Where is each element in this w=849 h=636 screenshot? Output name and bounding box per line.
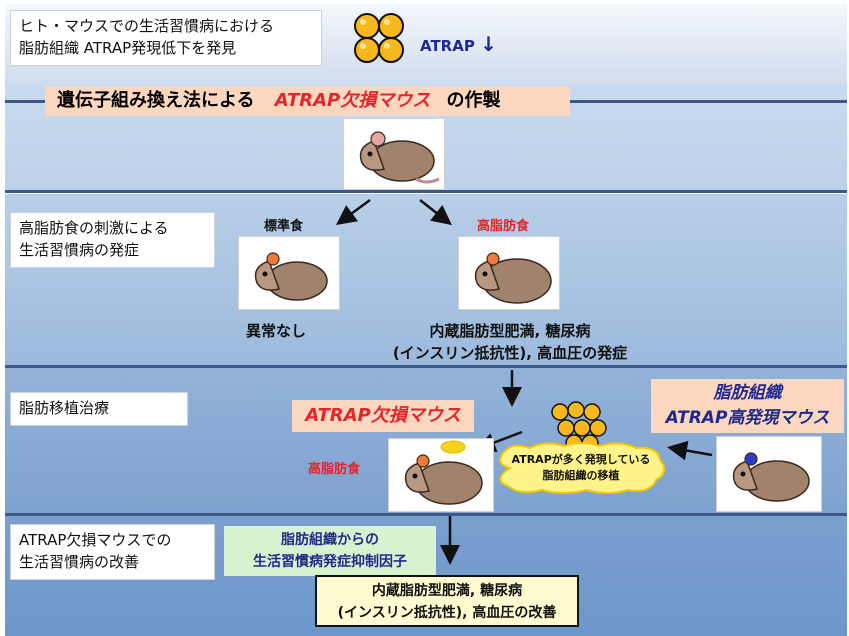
donor-mouse-label-box: 脂肪組織 ATRAP高発現マウス [651,379,844,433]
improvement-title-box: ATRAP欠損マウスでの 生活習慣病の改善 [10,524,215,580]
transplant-high-fat-label: 高脂肪食 [308,462,361,477]
generation-highlight: ATRAP欠損マウス [274,90,431,111]
disease-title-line1: 高脂肪食の刺激による [19,219,169,237]
arrow-to-high-fat-diet [419,199,452,226]
knockout-mouse-label-box: ATRAP欠損マウス [292,400,474,432]
high-fat-result-line1: 内蔵脂肪型肥満, 糖尿病 [429,322,591,340]
improvement-title-line1: ATRAP欠損マウスでの [19,531,172,549]
normal-result: 異常なし [246,322,307,340]
generation-pre: 遺伝子組み換え法による [57,90,255,111]
disease-title-box: 高脂肪食の刺激による 生活習慣病の発症 [10,212,215,268]
atrap-text: ATRAP [420,37,475,55]
arrow-donor-to-transplant [667,440,713,461]
separator [5,190,847,193]
mouse-icon [254,252,328,301]
separator [5,365,847,368]
factor-line1: 脂肪組織からの [281,532,379,548]
high-fat-diet-label: 高脂肪食 [477,219,530,234]
disease-title-line2: 生活習慣病の発症 [19,241,140,259]
down-arrow-icon: ↓ [480,32,497,56]
donor-line2: ATRAP高発現マウス [665,408,830,428]
discovery-box: ヒト・マウスでの生活習慣病における 脂肪組織 ATRAP発現低下を発見 [10,10,322,66]
discovery-line1: ヒト・マウスでの生活習慣病における [19,17,275,35]
transplant-title: 脂肪移植治療 [19,399,110,417]
mouse-icon [404,440,483,505]
mouse-icon [474,252,552,304]
suppression-factor-box: 脂肪組織からの 生活習慣病発症抑制因子 [224,526,436,576]
atrap-decrease-label: ATRAP ↓ [420,32,497,56]
generation-post: の作製 [446,90,501,111]
arrow-to-normal-diet [335,198,371,225]
knockout-generation-banner: 遺伝子組み換え法による ATRAP欠損マウス の作製 [45,86,570,116]
improvement-result-box: 内蔵脂肪型肥満, 糖尿病 (インスリン抵抗性), 高血圧の改善 [315,575,579,627]
transplant-line1: ATRAPが多く発現している [511,453,651,466]
high-fat-result: 内蔵脂肪型肥満, 糖尿病 (インスリン抵抗性), 高血圧の発症 [360,320,660,364]
recipient-mouse-image [388,438,494,512]
donor-fat-cells-icon [551,401,607,452]
factor-line2: 生活習慣病発症抑制因子 [253,554,407,570]
mouse-image [343,118,445,190]
discovery-line2: 脂肪組織 ATRAP発現低下を発見 [19,39,237,57]
donor-mouse-image [716,436,822,512]
mouse-icon [732,452,810,502]
high-fat-result-line2: (インスリン抵抗性), 高血圧の発症 [392,344,628,362]
high-fat-mouse-image [458,236,560,310]
improvement-title-line2: 生活習慣病の改善 [19,553,140,571]
transplant-title-box: 脂肪移植治療 [10,392,188,426]
separator [5,513,847,516]
transplant-cloud [499,442,666,494]
result-line2: (インスリン抵抗性), 高血圧の改善 [337,605,557,621]
transplant-line2: 脂肪組織の移植 [542,469,620,482]
donor-line1: 脂肪組織 [713,383,782,403]
knockout-mouse-label: ATRAP欠損マウス [305,405,461,426]
normal-diet-mouse-image [238,236,340,310]
normal-diet-label: 標準食 [264,219,304,234]
mouse-icon [359,131,440,184]
implanted-fat-icon [440,440,466,454]
transplant-cloud-text: ATRAPが多く発現している 脂肪組織の移植 [496,452,666,484]
result-line1: 内蔵脂肪型肥満, 糖尿病 [371,583,523,599]
fat-cells-icon [354,13,404,63]
